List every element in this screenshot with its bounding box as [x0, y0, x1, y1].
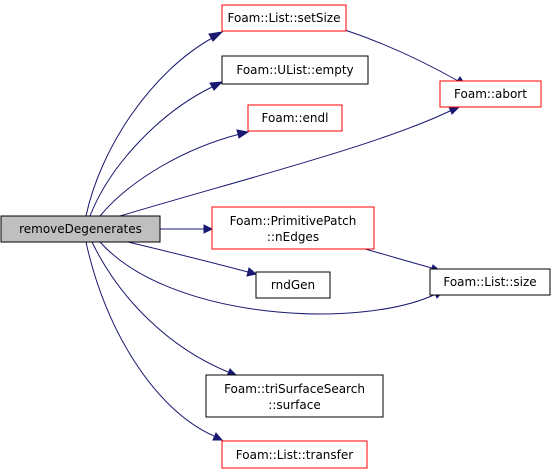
- node-abort[interactable]: Foam::abort: [439, 80, 542, 108]
- node-list-set-size[interactable]: Foam::List::setSize: [221, 4, 347, 32]
- node-list-size[interactable]: Foam::List::size: [429, 268, 551, 296]
- edge-arrow: [209, 81, 224, 91]
- node-label-line2: ::nEdges: [267, 230, 319, 244]
- edge-arrow: [236, 129, 250, 139]
- edge-arrow: [203, 224, 214, 234]
- node-label: Foam::List::transfer: [236, 448, 353, 462]
- edge-set-size-to-abort: [344, 29, 461, 83]
- node-list-transfer[interactable]: Foam::List::transfer: [221, 440, 368, 469]
- node-remove-degenerates[interactable]: removeDegenerates: [0, 215, 161, 243]
- node-label: Foam::endl: [262, 111, 329, 125]
- edge-remove-degenerates-to-transfer: [85, 241, 215, 437]
- node-label-line1: Foam::triSurfaceSearch: [224, 382, 365, 396]
- node-endl[interactable]: Foam::endl: [247, 104, 343, 132]
- node-label-line1: Foam::PrimitivePatch: [230, 214, 357, 228]
- node-label: Foam::List::size: [443, 275, 536, 289]
- edge-remove-degenerates-to-surface: [91, 241, 229, 373]
- edge-remove-degenerates-to-list-size: [99, 241, 437, 315]
- edges: [85, 29, 468, 441]
- edge-remove-degenerates-to-abort: [119, 109, 453, 217]
- edge-nedges-to-list-size: [364, 248, 433, 269]
- node-rnd-gen[interactable]: rndGen: [255, 271, 331, 299]
- node-label: Foam::abort: [454, 87, 527, 101]
- edge-remove-degenerates-to-set-size: [85, 36, 215, 217]
- node-label: Foam::List::setSize: [228, 11, 341, 25]
- node-primitive-patch-nedges[interactable]: Foam::PrimitivePatch ::nEdges: [211, 206, 375, 250]
- edge-remove-degenerates-to-rndgen: [127, 241, 249, 273]
- edge-arrow: [246, 267, 258, 277]
- edge-remove-degenerates-to-endl: [99, 133, 241, 217]
- edge-arrow: [208, 31, 224, 42]
- node-label: Foam::UList::empty: [236, 63, 353, 77]
- node-label-line2: ::surface: [268, 398, 320, 412]
- node-tri-surface-search-surface[interactable]: Foam::triSurfaceSearch ::surface: [205, 374, 384, 418]
- edge-arrow: [212, 432, 224, 441]
- node-ulist-empty[interactable]: Foam::UList::empty: [221, 55, 369, 85]
- node-label: rndGen: [271, 278, 315, 292]
- node-label: removeDegenerates: [19, 222, 142, 236]
- edge-remove-degenerates-to-ulist-empty: [89, 85, 215, 217]
